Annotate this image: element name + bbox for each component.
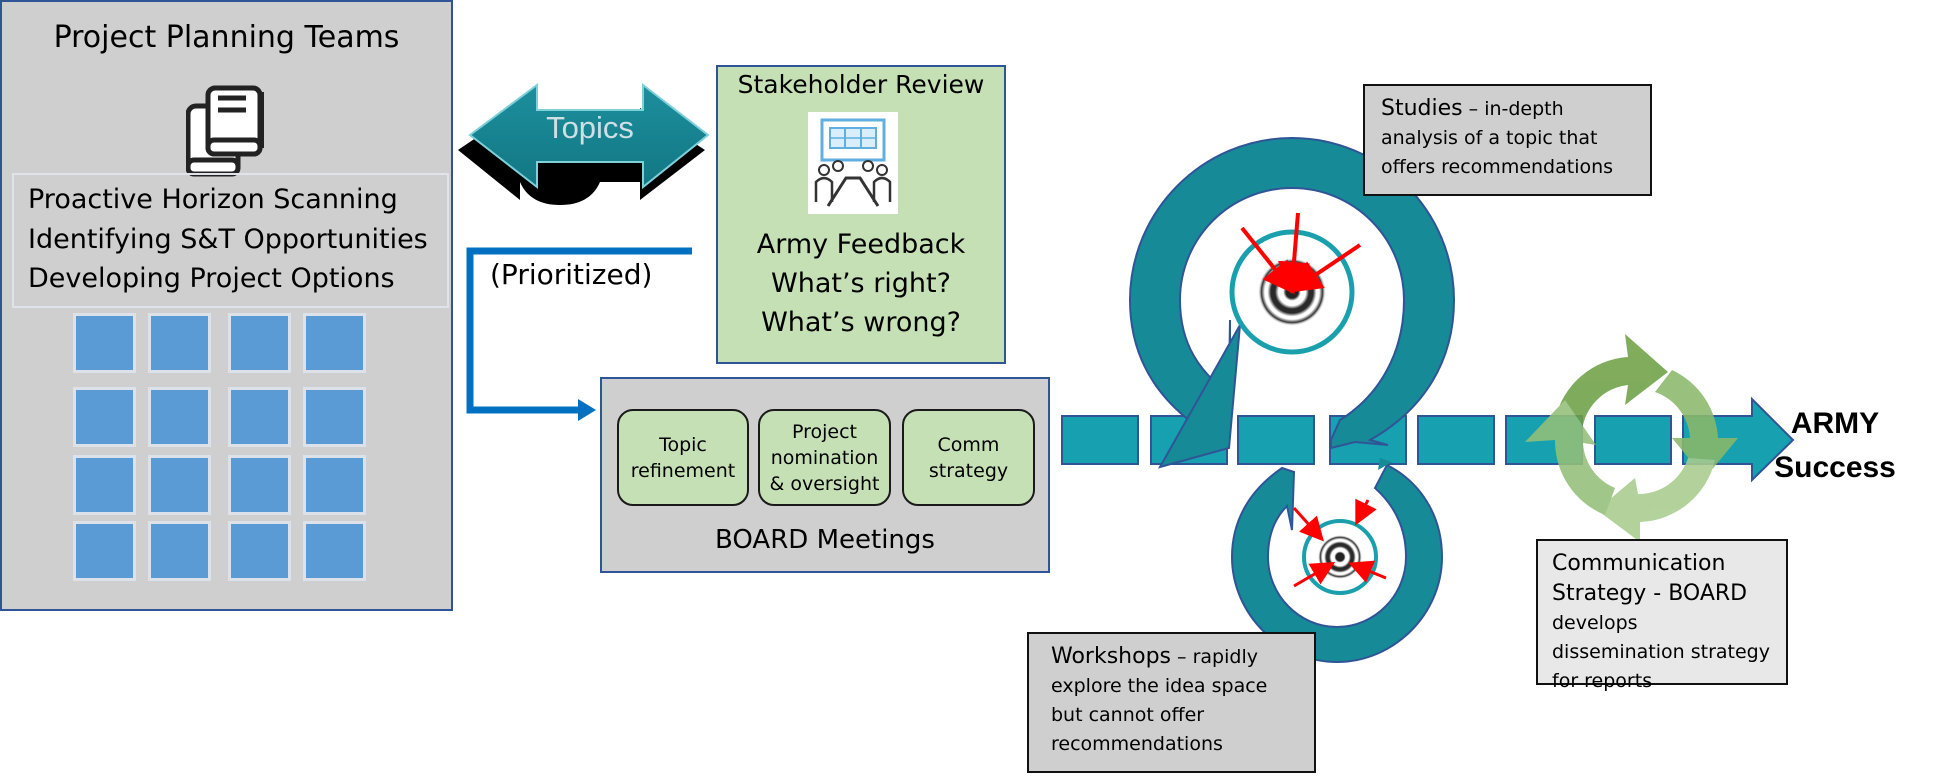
flow-dash [1594, 415, 1672, 465]
studies-text: – in-depth analysis of a topic that offe… [1381, 98, 1614, 178]
topics-label: Topics [546, 110, 634, 145]
flow-dash [1237, 415, 1315, 465]
flow-dash [1417, 415, 1495, 465]
studies-dart [1289, 243, 1362, 293]
workshops-text: – rapidly explore the idea space but can… [1051, 646, 1268, 755]
flow-dash [1061, 415, 1139, 465]
board-item-line: strategy [928, 459, 1009, 482]
workshops-cycle-arrow [1230, 463, 1444, 664]
stakeholder-review-title: Stakeholder Review [737, 70, 985, 99]
project-square [228, 521, 291, 581]
project-square [303, 313, 366, 373]
workshops-callout: Workshops – rapidly explore the idea spa… [1027, 632, 1316, 773]
feedback-line: Army Feedback [756, 229, 966, 260]
communication-lead: Communication Strategy - BOARD [1552, 551, 1748, 606]
board-item-line: Topic [659, 433, 707, 456]
project-square [228, 313, 291, 373]
communication-cycle-icon [1525, 334, 1738, 542]
studies-lead: Studies [1381, 96, 1463, 121]
communication-text: develops dissemination strategy for repo… [1552, 612, 1770, 692]
studies-callout: Studies – in-depth analysis of a topic t… [1363, 84, 1652, 196]
project-square [303, 521, 366, 581]
workshops-dart [1355, 498, 1377, 526]
project-square [73, 313, 136, 373]
activity-item: Identifying S&T Opportunities [28, 223, 428, 255]
feedback-line: What’s wrong? [761, 307, 961, 338]
board-item-line: nomination [770, 446, 879, 469]
board-item-line: Project [791, 420, 857, 443]
topics-double-arrow [468, 82, 710, 190]
project-square [303, 387, 366, 447]
project-square [303, 455, 366, 515]
project-square [148, 521, 211, 581]
board-item-line: Comm [937, 433, 1000, 456]
books-icon [186, 85, 264, 177]
studies-arrowhead [1157, 324, 1241, 469]
activity-item: Developing Project Options [28, 263, 395, 294]
board-item-line: refinement [630, 459, 736, 482]
meeting-icon [808, 112, 898, 214]
activities-frame [12, 173, 449, 308]
army-line: ARMY [1790, 407, 1880, 440]
project-square [73, 521, 136, 581]
feedback-line: What’s right? [771, 268, 951, 299]
project-square [228, 387, 291, 447]
board-item-project-nomination: Project nomination & oversight [758, 409, 891, 506]
success-line: Success [1774, 451, 1896, 484]
prioritized-connector [466, 247, 692, 414]
workshops-target [1318, 535, 1362, 579]
board-meetings-label: BOARD Meetings [715, 525, 935, 555]
project-square [73, 387, 136, 447]
workshops-arrowhead [1378, 458, 1392, 470]
board-item-line: & oversight [769, 472, 880, 495]
army-success-label: ARMY Success [1762, 402, 1908, 490]
project-square [148, 455, 211, 515]
board-item-comm-strategy: Comm strategy [902, 409, 1035, 506]
army-feedback: Army Feedback What’s right? What’s wrong… [716, 225, 1006, 342]
connector-arrowhead [578, 399, 596, 421]
workshops-dart [1348, 560, 1387, 583]
project-square [148, 313, 211, 373]
project-square [73, 455, 136, 515]
workshops-dart [1292, 506, 1325, 542]
studies-cycle-arrow [1128, 136, 1456, 450]
communication-callout: Communication Strategy - BOARD develops … [1536, 539, 1788, 692]
project-square [148, 387, 211, 447]
project-planning-title: Project Planning Teams [53, 20, 400, 55]
prioritized-label: (Prioritized) [490, 258, 653, 291]
activities-list: Proactive Horizon Scanning Identifying S… [28, 180, 428, 299]
activity-item: Proactive Horizon Scanning [28, 184, 398, 215]
board-item-topic-refinement: Topic refinement [617, 409, 749, 506]
workshops-lead: Workshops [1051, 644, 1172, 669]
workshops-dart [1293, 561, 1336, 588]
project-square [228, 455, 291, 515]
